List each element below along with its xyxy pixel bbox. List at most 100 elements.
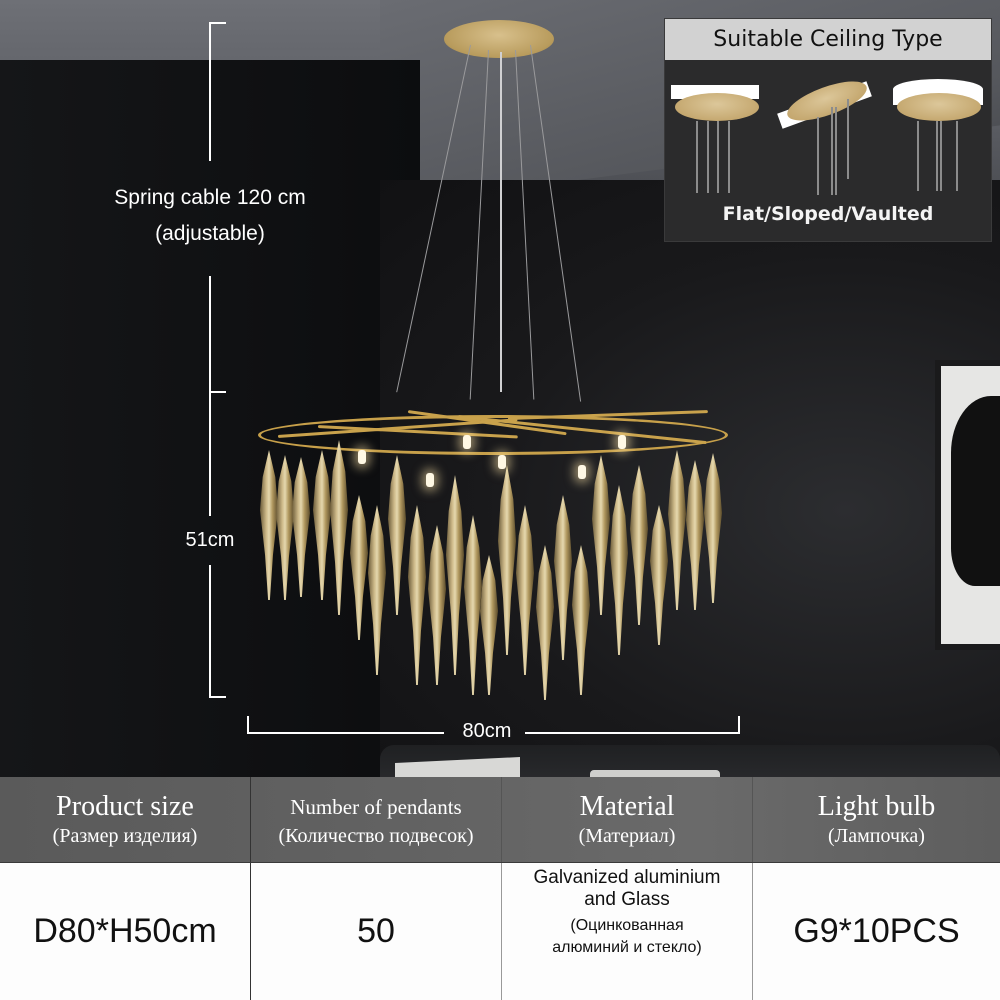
light-bulb bbox=[498, 455, 506, 469]
glass-pendant bbox=[446, 475, 464, 675]
header-ru: (Размер изделия) bbox=[52, 824, 198, 847]
glass-pendant bbox=[686, 460, 704, 610]
glass-pendant bbox=[330, 440, 348, 615]
glass-pendant bbox=[350, 495, 368, 640]
glass-pendant bbox=[498, 465, 516, 655]
glass-pendant bbox=[276, 455, 294, 600]
column-divider bbox=[501, 863, 502, 1000]
height-dimension-line bbox=[209, 391, 211, 516]
height-dimension-line bbox=[209, 565, 211, 697]
wire bbox=[707, 121, 709, 193]
value-material: Galvanized aluminium and Glass (Оцинкова… bbox=[502, 863, 752, 1000]
height-dimension-tick bbox=[209, 696, 226, 698]
width-label: 80cm bbox=[462, 720, 512, 742]
wire bbox=[696, 121, 698, 193]
header-en: Material bbox=[579, 790, 675, 822]
width-dimension-tick bbox=[738, 716, 740, 734]
product-size-value: D80*H50cm bbox=[33, 912, 217, 950]
column-divider bbox=[250, 777, 251, 862]
wire bbox=[831, 107, 833, 195]
spring-cable bbox=[500, 52, 502, 392]
light-bulb bbox=[426, 473, 434, 487]
cable-length-text: Spring cable 120 cm bbox=[114, 186, 306, 209]
value-product-size: D80*H50cm bbox=[0, 863, 250, 1000]
spec-table-body: D80*H50cm 50 Galvanized aluminium and Gl… bbox=[0, 863, 1000, 1000]
column-divider bbox=[752, 777, 753, 862]
header-product-size: Product size (Размер изделия) bbox=[0, 777, 250, 862]
ceiling-type-title: Suitable Ceiling Type bbox=[665, 19, 991, 60]
column-divider bbox=[501, 777, 502, 862]
value-number-of-pendants: 50 bbox=[251, 863, 501, 1000]
wire bbox=[917, 121, 919, 191]
header-en: Light bulb bbox=[817, 790, 936, 822]
cable-length-label: Spring cable 120 cm (adjustable) bbox=[80, 186, 340, 246]
artwork-shape bbox=[951, 396, 1000, 586]
light-bulb bbox=[463, 435, 471, 449]
ceiling-type-vaulted bbox=[893, 79, 987, 209]
width-dimension-line bbox=[525, 732, 740, 734]
header-light-bulb: Light bulb (Лампочка) bbox=[753, 777, 1000, 862]
material-ru-line2: алюминий и стекло) bbox=[552, 939, 702, 956]
light-bulb bbox=[578, 465, 586, 479]
room-wall-right bbox=[380, 180, 1000, 780]
glass-pendant bbox=[610, 485, 628, 655]
glass-pendant bbox=[408, 505, 426, 685]
chandelier-frame bbox=[258, 415, 728, 455]
glass-pendant bbox=[388, 455, 406, 615]
glass-pendant bbox=[592, 455, 610, 615]
glass-pendant bbox=[480, 555, 498, 695]
material-en-line1: Galvanized aluminium bbox=[533, 867, 721, 888]
wire bbox=[835, 107, 837, 195]
light-bulb bbox=[618, 435, 626, 449]
width-dimension-tick bbox=[247, 716, 249, 734]
wire bbox=[940, 121, 942, 191]
glass-pendant bbox=[464, 515, 482, 695]
cable-dimension-tick bbox=[209, 391, 226, 393]
column-divider bbox=[752, 863, 753, 1000]
glass-pendant bbox=[572, 545, 590, 695]
wire bbox=[817, 117, 819, 195]
value-light-bulb: G9*10PCS bbox=[753, 863, 1000, 1000]
pendant-count-value: 50 bbox=[357, 912, 395, 950]
header-ru: (Количество подвесок) bbox=[278, 824, 474, 847]
chandelier bbox=[258, 395, 728, 700]
wire bbox=[728, 121, 730, 193]
material-ru-line1: (Оцинкованная bbox=[570, 917, 684, 934]
glass-pendant bbox=[650, 505, 668, 645]
wire bbox=[936, 121, 938, 191]
material-en-line2: and Glass bbox=[584, 889, 670, 910]
header-ru: (Материал) bbox=[578, 824, 676, 847]
header-number-of-pendants: Number of pendants (Количество подвесок) bbox=[251, 777, 501, 862]
chandelier-canopy bbox=[444, 20, 554, 58]
glass-pendant bbox=[668, 450, 686, 610]
cable-adjustable-text: (adjustable) bbox=[155, 222, 265, 245]
column-divider bbox=[250, 863, 251, 1000]
ceiling-type-flat bbox=[671, 85, 761, 205]
cable-dimension-line bbox=[209, 23, 211, 161]
ceiling-type-sloped bbox=[777, 67, 877, 207]
light-bulb bbox=[358, 450, 366, 464]
glass-pendant bbox=[428, 525, 446, 685]
light-bulb-value: G9*10PCS bbox=[793, 912, 960, 950]
glass-pendant bbox=[704, 453, 722, 603]
header-en: Product size bbox=[56, 790, 194, 822]
glass-pendant bbox=[368, 505, 386, 675]
ceiling-types-label: Flat/Sloped/Vaulted bbox=[722, 203, 934, 225]
header-en: Number of pendants bbox=[290, 794, 462, 819]
glass-pendant bbox=[516, 505, 534, 675]
glass-pendant bbox=[630, 465, 648, 625]
wire bbox=[956, 121, 958, 191]
wire bbox=[847, 99, 849, 179]
glass-pendant bbox=[260, 450, 278, 600]
header-ru: (Лампочка) bbox=[828, 824, 925, 847]
glass-pendant bbox=[313, 450, 331, 600]
height-label: 51cm bbox=[185, 529, 235, 551]
wire bbox=[717, 121, 719, 193]
glass-pendant bbox=[554, 495, 572, 660]
spec-table-header: Product size (Размер изделия) Number of … bbox=[0, 777, 1000, 863]
glass-pendant bbox=[292, 457, 310, 597]
cable-dimension-tick bbox=[209, 22, 226, 24]
cable-dimension-line bbox=[209, 276, 211, 391]
width-dimension-line bbox=[247, 732, 444, 734]
